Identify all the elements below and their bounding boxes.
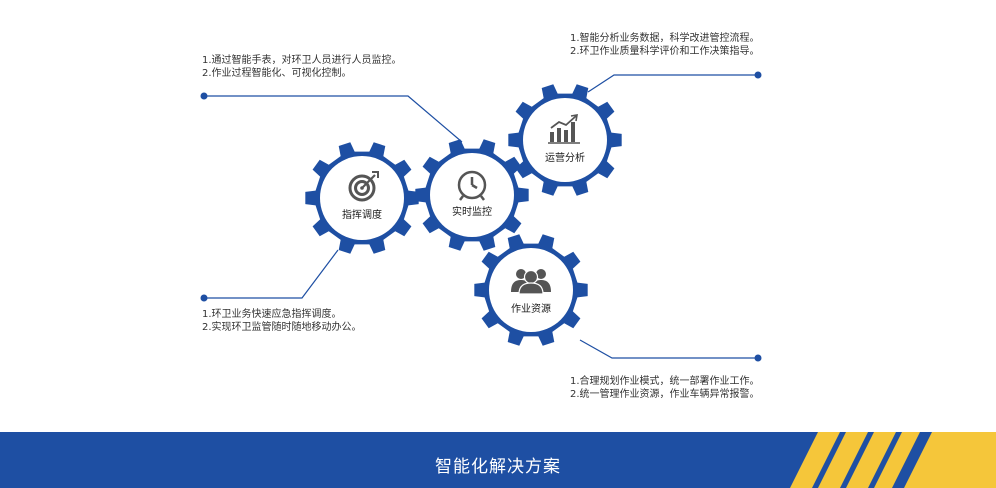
gear-monitor-face — [430, 153, 514, 237]
connector-resource — [579, 339, 758, 359]
gear-command-face — [320, 156, 404, 240]
dot-resource — [754, 354, 762, 362]
note-command-line-2: 2.实现环卫监管随时随地移动办公。 — [202, 322, 362, 333]
connector-analysis — [587, 74, 758, 93]
clock-icon — [457, 170, 487, 201]
stripe-decoration — [790, 432, 996, 488]
note-resource-line-1: 1.合理规划作业模式，统一部署作业工作。 — [570, 376, 760, 387]
dot-command — [200, 294, 208, 302]
connectors — [204, 74, 758, 359]
note-analysis: 1.智能分析业务数据，科学改进管控流程。 2.环卫作业质量科学评价和工作决策指导… — [570, 32, 760, 58]
gear-resource-label: 作业资源 — [511, 302, 551, 315]
dot-monitor — [200, 92, 208, 100]
gear-resource: 作业资源 — [474, 234, 588, 346]
gear-monitor-label: 实时监控 — [452, 205, 492, 218]
gear-analysis: 运营分析 — [508, 84, 622, 196]
footer-title: 智能化解决方案 — [435, 457, 561, 477]
target-icon — [348, 171, 379, 202]
gear-monitor: 实时监控 — [415, 139, 529, 251]
connector-dots — [200, 71, 762, 362]
note-monitor-line-1: 1.通过智能手表，对环卫人员进行人员监控。 — [202, 55, 402, 66]
connector-monitor — [204, 95, 463, 143]
note-resource: 1.合理规划作业模式，统一部署作业工作。 2.统一管理作业资源，作业车辆异常报警… — [570, 375, 760, 401]
connector-command — [204, 249, 339, 299]
gear-diagram: 指挥调度 实时监控 — [200, 71, 762, 362]
bar-chart-icon — [548, 114, 580, 144]
note-command-line-1: 1.环卫业务快速应急指挥调度。 — [202, 309, 342, 320]
gear-analysis-label: 运营分析 — [545, 151, 585, 164]
gear-command: 指挥调度 — [305, 142, 419, 254]
dot-analysis — [754, 71, 762, 79]
note-monitor: 1.通过智能手表，对环卫人员进行人员监控。 2.作业过程智能化、可视化控制。 — [202, 54, 402, 80]
gear-command-label: 指挥调度 — [342, 208, 382, 221]
footer-banner: 智能化解决方案 — [0, 432, 996, 488]
note-monitor-line-2: 2.作业过程智能化、可视化控制。 — [202, 68, 352, 79]
note-resource-line-2: 2.统一管理作业资源，作业车辆异常报警。 — [570, 389, 760, 400]
people-group-icon — [511, 269, 551, 295]
footer-stripes — [790, 432, 996, 488]
note-command: 1.环卫业务快速应急指挥调度。 2.实现环卫监管随时随地移动办公。 — [202, 308, 362, 334]
note-analysis-line-2: 2.环卫作业质量科学评价和工作决策指导。 — [570, 46, 760, 57]
note-analysis-line-1: 1.智能分析业务数据，科学改进管控流程。 — [570, 33, 760, 44]
